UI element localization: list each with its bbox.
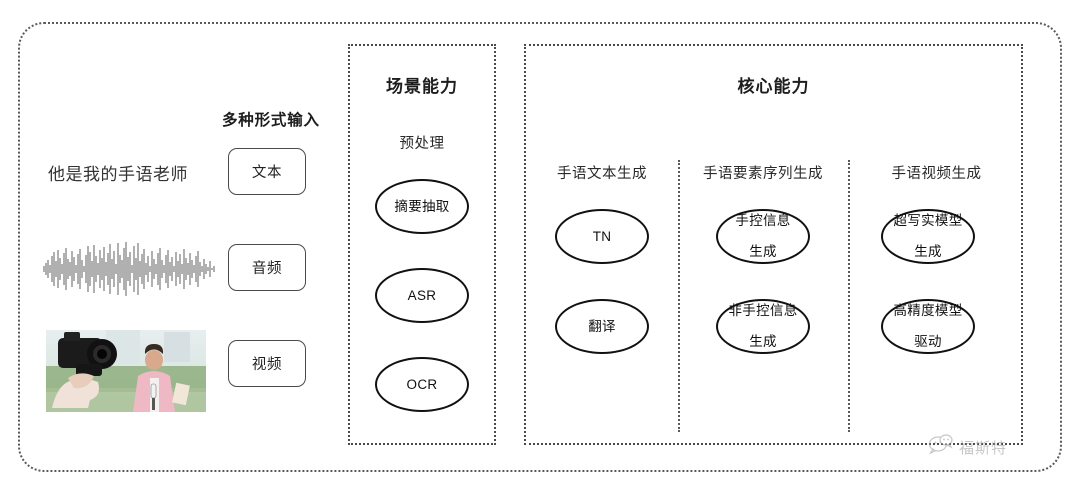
scene-panel-title: 场景能力 <box>386 77 458 96</box>
core-column-sign-text-generation: 手语文本生成 TN 翻译 <box>526 46 678 443</box>
core-column-header-sign-video-generation: 手语视频生成 <box>891 166 982 182</box>
input-chip-audio-label: 音频 <box>251 261 283 277</box>
core-column-divider-2 <box>848 160 850 432</box>
core-column-divider-1 <box>678 160 680 432</box>
watermark-text: 福斯特 <box>959 440 1008 457</box>
core-node-non-manual-info-generation-line1: 非手控信息 <box>728 302 798 318</box>
core-node-translation-line1: 翻译 <box>588 318 616 334</box>
scene-node-ocr[interactable]: OCR <box>375 357 469 412</box>
core-column-sign-element-sequence: 手语要素序列生成 手控信息 生成 非手控信息 生成 <box>678 46 848 443</box>
core-node-high-precision-model-driving-line2: 驱动 <box>914 334 942 350</box>
video-thumbnail <box>46 330 206 412</box>
scene-group-header-preprocess: 预处理 <box>399 136 445 152</box>
scene-node-ocr-label: OCR <box>406 376 438 392</box>
core-column-sign-video-generation: 手语视频生成 超写实模型 生成 高精度模型 驱动 <box>848 46 1025 443</box>
input-chip-video-label: 视频 <box>251 357 283 373</box>
scene-node-asr-label: ASR <box>407 287 437 303</box>
core-node-manual-info-generation[interactable]: 手控信息 生成 <box>716 209 810 264</box>
audio-waveform-graphic <box>40 240 220 298</box>
core-node-high-precision-model-driving[interactable]: 高精度模型 驱动 <box>881 299 975 354</box>
core-node-non-manual-info-generation[interactable]: 非手控信息 生成 <box>716 299 810 354</box>
watermark: 福斯特 <box>928 434 1007 461</box>
core-node-tn-line1: TN <box>592 228 612 244</box>
core-node-manual-info-generation-line2: 生成 <box>749 244 777 260</box>
core-capability-panel: 核心能力 手语文本生成 TN 翻译 手语要素序列生成 手控信息 <box>524 44 1023 445</box>
scene-node-asr[interactable]: ASR <box>375 268 469 323</box>
core-node-photoreal-model-generation-line1: 超写实模型 <box>893 212 963 228</box>
core-node-high-precision-model-driving-line1: 高精度模型 <box>893 302 963 318</box>
core-column-header-sign-text-generation: 手语文本生成 <box>557 166 647 182</box>
scene-node-summary-extraction[interactable]: 摘要抽取 <box>375 179 469 234</box>
input-chip-audio[interactable]: 音频 <box>228 244 306 291</box>
input-chip-text-label: 文本 <box>251 165 283 181</box>
core-node-tn[interactable]: TN <box>555 209 649 264</box>
wechat-bubble-icon <box>928 434 954 461</box>
scene-capability-panel: 场景能力 预处理 摘要抽取 ASR OCR <box>348 44 496 445</box>
core-node-translation[interactable]: 翻译 <box>555 299 649 354</box>
input-section-caption: 多种形式输入 <box>222 112 320 129</box>
input-chip-video[interactable]: 视频 <box>228 340 306 387</box>
core-node-photoreal-model-generation[interactable]: 超写实模型 生成 <box>881 209 975 264</box>
input-chip-text[interactable]: 文本 <box>228 148 306 195</box>
core-node-non-manual-info-generation-line2: 生成 <box>749 334 777 350</box>
scene-node-summary-extraction-label: 摘要抽取 <box>394 198 450 214</box>
core-column-header-sign-element-sequence: 手语要素序列生成 <box>703 166 823 182</box>
sample-input-text: 他是我的手语老师 <box>48 165 188 184</box>
core-panel-title: 核心能力 <box>737 77 810 96</box>
core-node-photoreal-model-generation-line2: 生成 <box>914 244 942 260</box>
core-node-manual-info-generation-line1: 手控信息 <box>735 212 791 228</box>
